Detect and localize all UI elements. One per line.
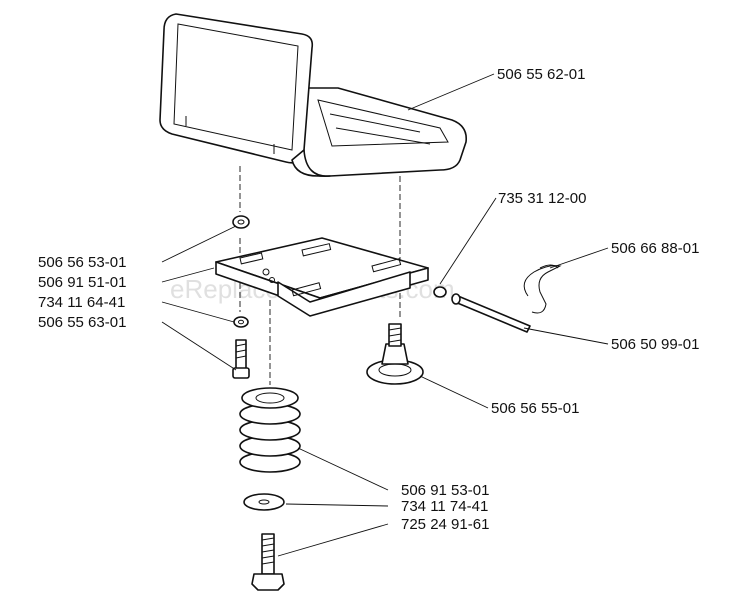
label-seat: 506 55 62-01 [497,66,585,83]
label-washer-bottom: 734 11 74-41 [401,498,488,515]
label-bolt-small: 506 55 63-01 [38,314,126,331]
label-knob: 506 56 55-01 [491,400,579,417]
label-pin: 506 50 99-01 [611,336,699,353]
label-bolt-bottom: 725 24 91-61 [401,516,489,533]
pin-illustration [451,293,531,333]
leader-lines [161,73,609,557]
small-bolt-illustration [232,339,250,379]
label-rclip: 506 66 88-01 [611,240,699,257]
label-washer-top: 506 56 53-01 [38,254,126,271]
label-plate: 506 91 51-01 [38,274,126,291]
mounting-plate-illustration [215,237,429,317]
knob-illustration [366,323,424,385]
washer-top-illustration [232,215,250,229]
seat-illustration [159,13,468,177]
spring-illustration [239,387,301,473]
rclip-illustration [523,264,562,314]
lockpin-illustration [433,286,447,298]
bottom-bolt-illustration [251,533,285,591]
washer-bottom-illustration [243,493,285,511]
nut-illustration [233,316,249,328]
label-spring: 506 91 53-01 [401,482,489,499]
label-nut: 734 11 64-41 [38,294,125,311]
label-lockpin: 735 31 12-00 [498,190,586,207]
